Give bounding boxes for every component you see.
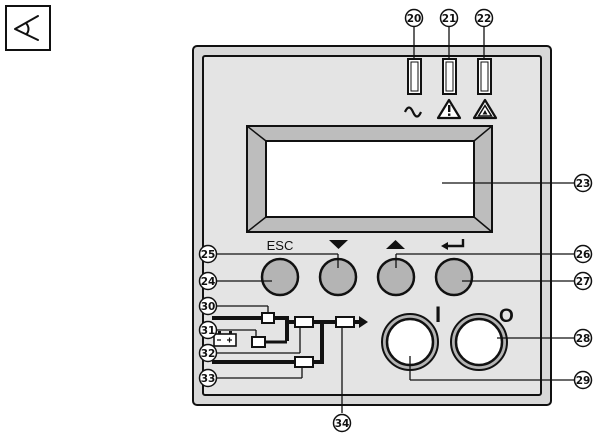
sine-wave-icon	[403, 106, 423, 118]
svg-text:29: 29	[576, 375, 591, 387]
callout-30: 30	[198, 296, 218, 316]
svg-text:27: 27	[576, 276, 591, 288]
esc-button[interactable]	[260, 257, 300, 297]
svg-text:32: 32	[201, 348, 216, 360]
output-arrow-icon	[359, 316, 368, 328]
svg-text:30: 30	[201, 301, 216, 313]
enter-icon-head	[441, 242, 448, 250]
callout-25: 25	[198, 244, 218, 264]
led-fault	[477, 58, 492, 95]
callout-21: 21	[439, 8, 459, 28]
led-bypass	[294, 356, 314, 368]
callout-26: 26	[573, 244, 593, 264]
callout-27: 27	[573, 271, 593, 291]
arrow-down-icon	[329, 240, 348, 249]
svg-text:25: 25	[201, 249, 216, 261]
svg-text:24: 24	[201, 276, 216, 288]
callout-28: 28	[573, 328, 593, 348]
callout-31: 31	[198, 320, 218, 340]
callout-leaders	[217, 26, 575, 413]
svg-text:28: 28	[576, 333, 591, 345]
led-battery	[251, 336, 266, 348]
callout-23: 23	[573, 173, 593, 193]
callout-22: 22	[474, 8, 494, 28]
led-output	[335, 316, 355, 328]
viewing-angle-icon	[5, 5, 51, 51]
svg-text:23: 23	[576, 178, 591, 190]
svg-text:22: 22	[477, 13, 492, 25]
warning-triangle-icon	[436, 98, 462, 120]
off-button-label: O	[499, 306, 514, 327]
arrow-up-icon	[386, 240, 405, 249]
callout-20: 20	[404, 8, 424, 28]
svg-text:31: 31	[201, 325, 216, 337]
svg-text:26: 26	[576, 249, 591, 261]
svg-text:20: 20	[407, 13, 422, 25]
callout-34: 34	[332, 413, 352, 433]
svg-text:34: 34	[335, 418, 350, 430]
enter-button[interactable]	[434, 257, 474, 297]
callout-24: 24	[198, 271, 218, 291]
svg-text:21: 21	[442, 13, 457, 25]
on-button-label: I	[435, 302, 441, 327]
led-mains	[261, 312, 275, 324]
callout-32: 32	[198, 343, 218, 363]
battery-icon	[213, 331, 237, 347]
enter-icon	[446, 239, 465, 248]
led-inverter	[294, 316, 314, 328]
callout-29: 29	[573, 370, 593, 390]
svg-text:33: 33	[201, 373, 216, 385]
lcd-display	[246, 125, 493, 233]
fault-triangle-icon	[472, 98, 498, 120]
callout-33: 33	[198, 368, 218, 388]
esc-label: ESC	[267, 238, 294, 253]
led-ac-power	[407, 58, 422, 95]
off-button[interactable]	[450, 313, 508, 371]
led-warning	[442, 58, 457, 95]
power-flow-diagram	[212, 312, 368, 368]
